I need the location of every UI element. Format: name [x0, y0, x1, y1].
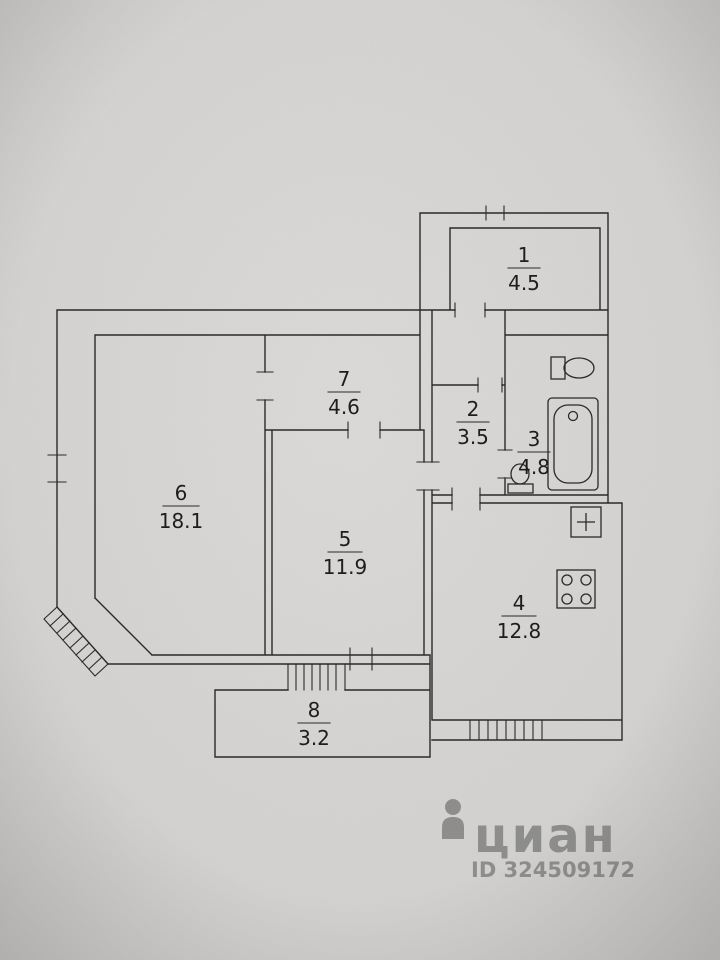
floor-plan-canvas: 1 4.5 7 4.6 2 3.5 3 4.8 6 1	[0, 0, 720, 960]
photo-vignette	[0, 0, 720, 960]
scanned-floor-plan-photo: 1 4.5 7 4.6 2 3.5 3 4.8 6 1	[0, 0, 720, 960]
